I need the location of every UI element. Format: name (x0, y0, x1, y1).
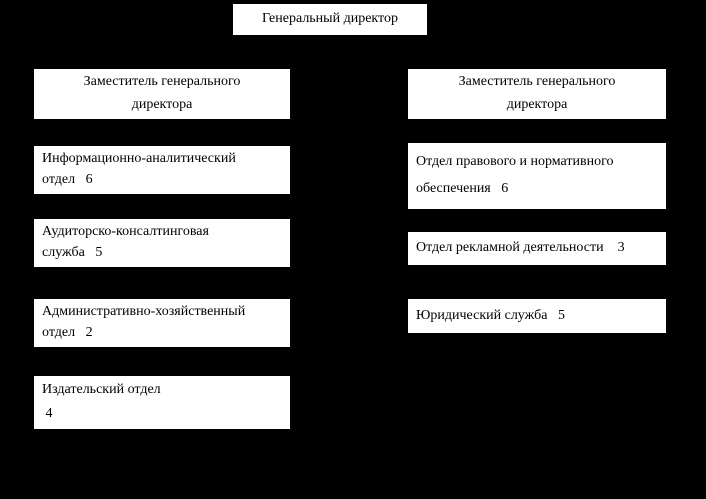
org-box-audit-consulting-service: Аудиторско-консалтинговая служба 5 (33, 218, 291, 268)
org-box-label-line1: Издательский отдел (42, 382, 161, 398)
org-box-label-line2: директора (131, 96, 193, 112)
org-box-administrative-dept: Административно-хозяйственный отдел 2 (33, 298, 291, 348)
org-box-label-line1: Заместитель генерального (458, 74, 616, 90)
org-box-label: Генеральный директор (262, 11, 398, 27)
org-box-label-line2: служба 5 (42, 245, 103, 261)
org-box-label-line2: отдел 6 (42, 172, 93, 188)
org-box-label: Отдел рекламной деятельности 3 (416, 240, 625, 256)
org-box-publishing-dept: Издательский отдел 4 (33, 375, 291, 430)
org-box-juridical-service: Юридический служба 5 (407, 298, 667, 334)
org-box-general-director: Генеральный директор (232, 3, 428, 36)
org-box-label-line1: Административно-хозяйственный (42, 303, 246, 319)
org-box-label-line2: директора (506, 96, 568, 112)
org-box-label: Юридический служба 5 (416, 307, 565, 323)
org-box-label-line2: 4 (42, 405, 53, 421)
org-box-deputy-left: Заместитель генерального директора (33, 68, 291, 120)
org-box-label-line1: Отдел правового и нормативного (416, 153, 614, 169)
org-box-advertising-dept: Отдел рекламной деятельности 3 (407, 231, 667, 266)
org-box-information-analytics-dept: Информационно-аналитический отдел 6 (33, 145, 291, 195)
org-box-label-line1: Аудиторско-консалтинговая (42, 223, 209, 239)
org-box-label-line1: Информационно-аналитический (42, 150, 236, 166)
org-box-label-line2: обеспечения 6 (416, 181, 509, 197)
org-box-label-line2: отдел 2 (42, 325, 93, 341)
org-box-legal-normative-dept: Отдел правового и нормативного обеспечен… (407, 142, 667, 210)
org-box-deputy-right: Заместитель генерального директора (407, 68, 667, 120)
org-box-label-line1: Заместитель генерального (83, 74, 241, 90)
